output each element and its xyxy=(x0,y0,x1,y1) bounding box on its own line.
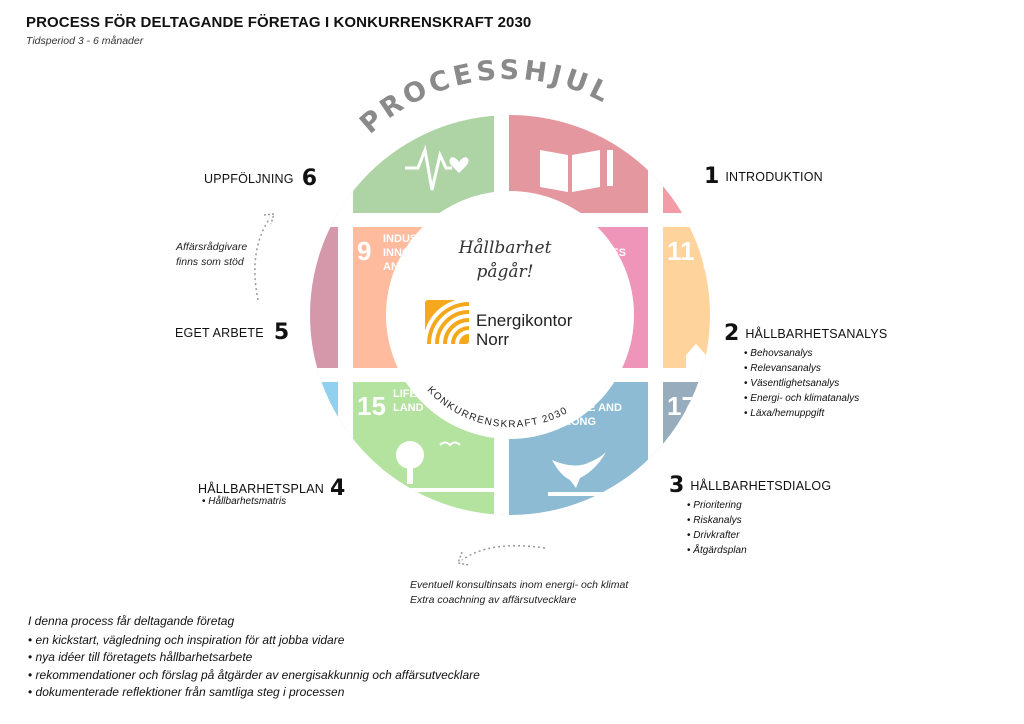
sdg-tile xyxy=(310,375,345,515)
consult-note-line2: Extra coachning av affärsutvecklare xyxy=(410,594,577,606)
step-number: 2 xyxy=(724,321,740,346)
list-item: nya idéer till företagets hållbarhetsarb… xyxy=(28,649,480,667)
step-2: 2 HÅLLBARHETSANALYS Behovsanalys Relevan… xyxy=(724,321,887,421)
consult-note-line1: Eventuell konsultinsats inom energi- och… xyxy=(410,579,629,591)
book-icon xyxy=(540,150,600,192)
benefits-heading: I denna process får deltagande företag xyxy=(28,614,235,628)
step-number: 3 xyxy=(669,473,685,498)
gavel-base-icon xyxy=(548,492,608,496)
list-item: Relevansanalys xyxy=(744,361,887,376)
step-number: 6 xyxy=(301,166,318,191)
list-item: Prioritering xyxy=(687,498,831,513)
tree-trunk-icon xyxy=(407,466,413,484)
step-5: EGET ARBETE 5 xyxy=(175,320,295,345)
page-title: PROCESS FÖR DELTAGANDE FÖRETAG I KONKURR… xyxy=(26,14,532,31)
heart-icon xyxy=(449,157,469,173)
step-label: UPPFÖLJNING xyxy=(204,171,294,186)
energikontor-logo xyxy=(423,298,470,345)
list-item: Drivkrafter xyxy=(687,528,831,543)
list-item: Energi- och klimatanalys xyxy=(744,391,887,406)
sdg-tile-text: LAND xyxy=(393,402,424,414)
step-label: INTRODUKTION xyxy=(725,169,823,184)
sdg-tile-number: 11 xyxy=(667,236,695,266)
benefits-summary: I denna process får deltagande företag e… xyxy=(28,613,480,702)
step-number: 1 xyxy=(704,164,720,189)
list-item: rekommendationer och förslag på åtgärder… xyxy=(28,667,480,685)
logo-text-1: Energikontor xyxy=(476,311,573,330)
sdg-tile-text: COMMUNITIES xyxy=(703,261,781,273)
step-label: HÅLLBARHETSDIALOG xyxy=(690,478,832,493)
sdg-tile-number: 9 xyxy=(357,236,371,266)
sdg-tile-number: 3 xyxy=(357,76,371,106)
list-item: Behovsanalys xyxy=(744,346,887,361)
heartbeat-icon xyxy=(405,144,452,191)
house-icon xyxy=(686,344,706,368)
list-item: Väsentlighetsanalys xyxy=(744,376,887,391)
step-6: UPPFÖLJNING 6 xyxy=(204,166,323,191)
sdg-tile xyxy=(310,115,345,220)
list-item: Riskanalys xyxy=(687,513,831,528)
ground-line-icon xyxy=(395,488,495,492)
step-4: HÅLLBARHETSPLAN 4 Hållbarhetsmatris xyxy=(198,476,351,509)
list-item: Hållbarhetsmatris xyxy=(202,494,351,509)
logo-text-2: Norr xyxy=(476,330,509,349)
page-subtitle: Tidsperiod 3 - 6 månader xyxy=(26,35,144,47)
center-line2: pågår! xyxy=(477,262,534,282)
step-4-list: Hållbarhetsmatris xyxy=(202,494,351,509)
advisor-note: Affärsrådgivare finns som stöd xyxy=(176,240,247,270)
step-label: EGET ARBETE xyxy=(175,325,264,340)
step-1: 1 INTRODUKTION xyxy=(698,164,823,189)
sdg-tile-text: CITIES AND xyxy=(703,247,765,259)
advisor-arrowhead-icon xyxy=(263,213,276,225)
advisor-note-line1: Affärsrådgivare xyxy=(176,241,248,253)
sdg-tile xyxy=(655,115,710,220)
advisor-arrow-icon xyxy=(254,217,271,301)
tree-icon xyxy=(396,441,424,469)
sdg-tile-number: 17 xyxy=(667,391,696,421)
list-item: Åtgärdsplan xyxy=(687,543,831,558)
step-number: 5 xyxy=(273,320,290,345)
step-3: 3 HÅLLBARHETSDIALOG Prioritering Riskana… xyxy=(669,473,831,558)
list-item: en kickstart, vägledning och inspiration… xyxy=(28,632,480,650)
step-2-list: Behovsanalys Relevansanalys Väsentlighet… xyxy=(744,346,887,421)
dove-icon xyxy=(552,452,606,488)
pencil-icon xyxy=(607,150,613,186)
consult-note: Eventuell konsultinsats inom energi- och… xyxy=(410,578,628,608)
sdg-tile-number: 15 xyxy=(357,391,386,421)
sdg-tile-text: SUSTAINABLE xyxy=(703,233,780,245)
bird-icon xyxy=(439,441,461,447)
center-line1: Hållbarhet xyxy=(458,238,552,258)
center-disc xyxy=(386,191,634,439)
list-item: Läxa/hemuppgift xyxy=(744,406,887,421)
step-number: 4 xyxy=(329,476,346,501)
list-item: dokumenterade reflektioner från samtliga… xyxy=(28,684,480,702)
step-label: HÅLLBARHETSPLAN xyxy=(198,481,324,496)
consult-arrowhead-icon xyxy=(456,551,470,566)
step-label: HÅLLBARHETSANALYS xyxy=(745,326,888,341)
consult-arrow-icon xyxy=(461,544,546,561)
step-3-list: Prioritering Riskanalys Drivkrafter Åtgä… xyxy=(687,498,831,558)
advisor-note-line2: finns som stöd xyxy=(176,256,244,268)
